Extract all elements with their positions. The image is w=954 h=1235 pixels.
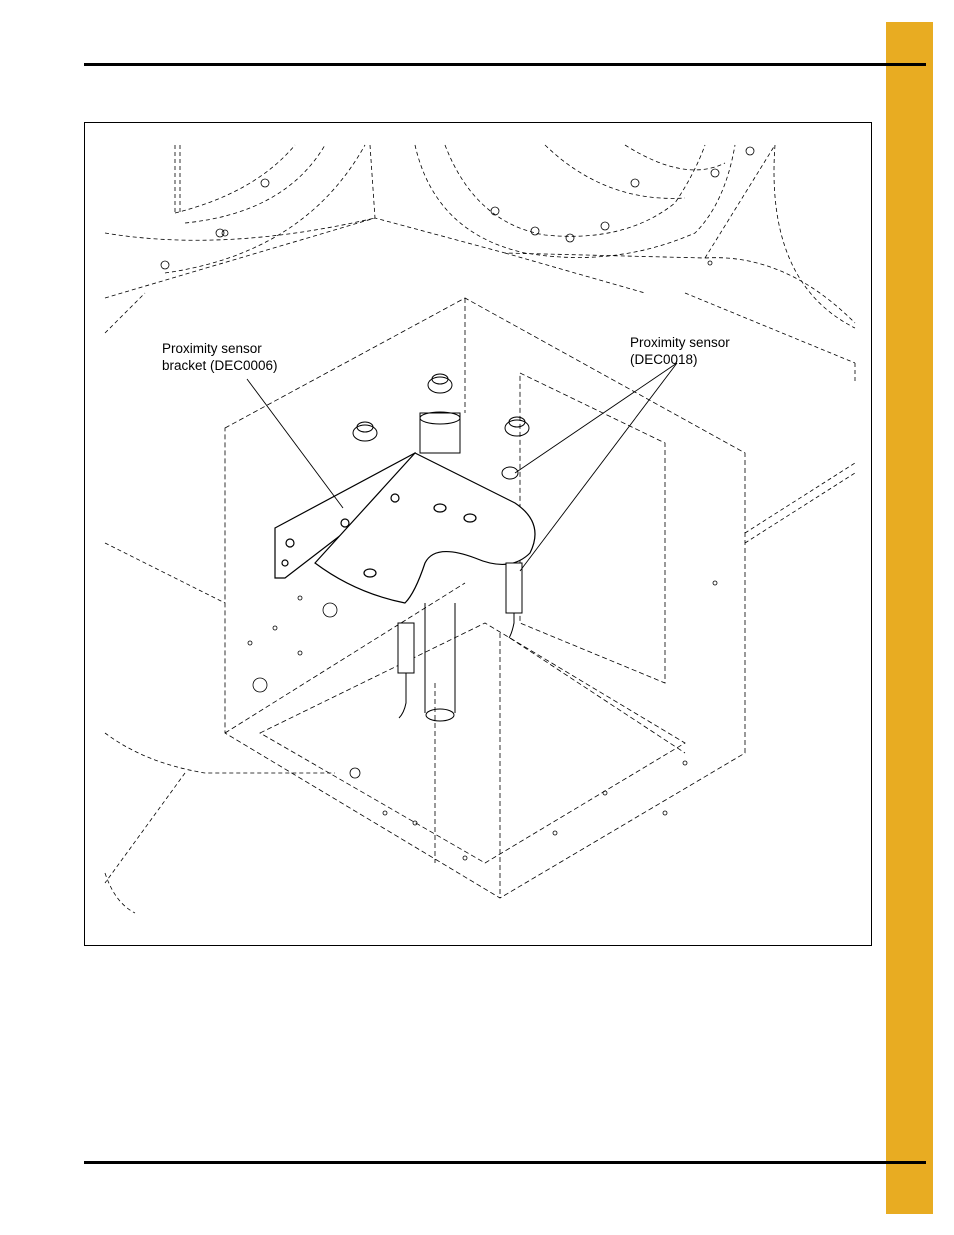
figure-frame: Proximity sensor bracket (DEC0006) Proxi…: [84, 122, 872, 946]
main-box: [225, 298, 745, 898]
proximity-sensors: [398, 563, 522, 718]
chapter-side-tab: [886, 22, 933, 1214]
box-holes: [248, 581, 717, 860]
callout-bracket-label: Proximity sensor bracket (DEC0006): [162, 340, 278, 374]
callout-sensor-line1: Proximity sensor: [630, 334, 730, 351]
sensor-assembly-drawing: [85, 123, 871, 945]
callout-bracket-line1: Proximity sensor: [162, 340, 278, 357]
footer-rule: [84, 1161, 926, 1164]
callout-sensor-line2: (DEC0018): [630, 351, 730, 368]
proximity-sensor-bracket: [275, 453, 535, 603]
header-rule: [84, 63, 926, 66]
callout-sensor-label: Proximity sensor (DEC0018): [630, 334, 730, 368]
callout-bracket-line2: bracket (DEC0006): [162, 357, 278, 374]
